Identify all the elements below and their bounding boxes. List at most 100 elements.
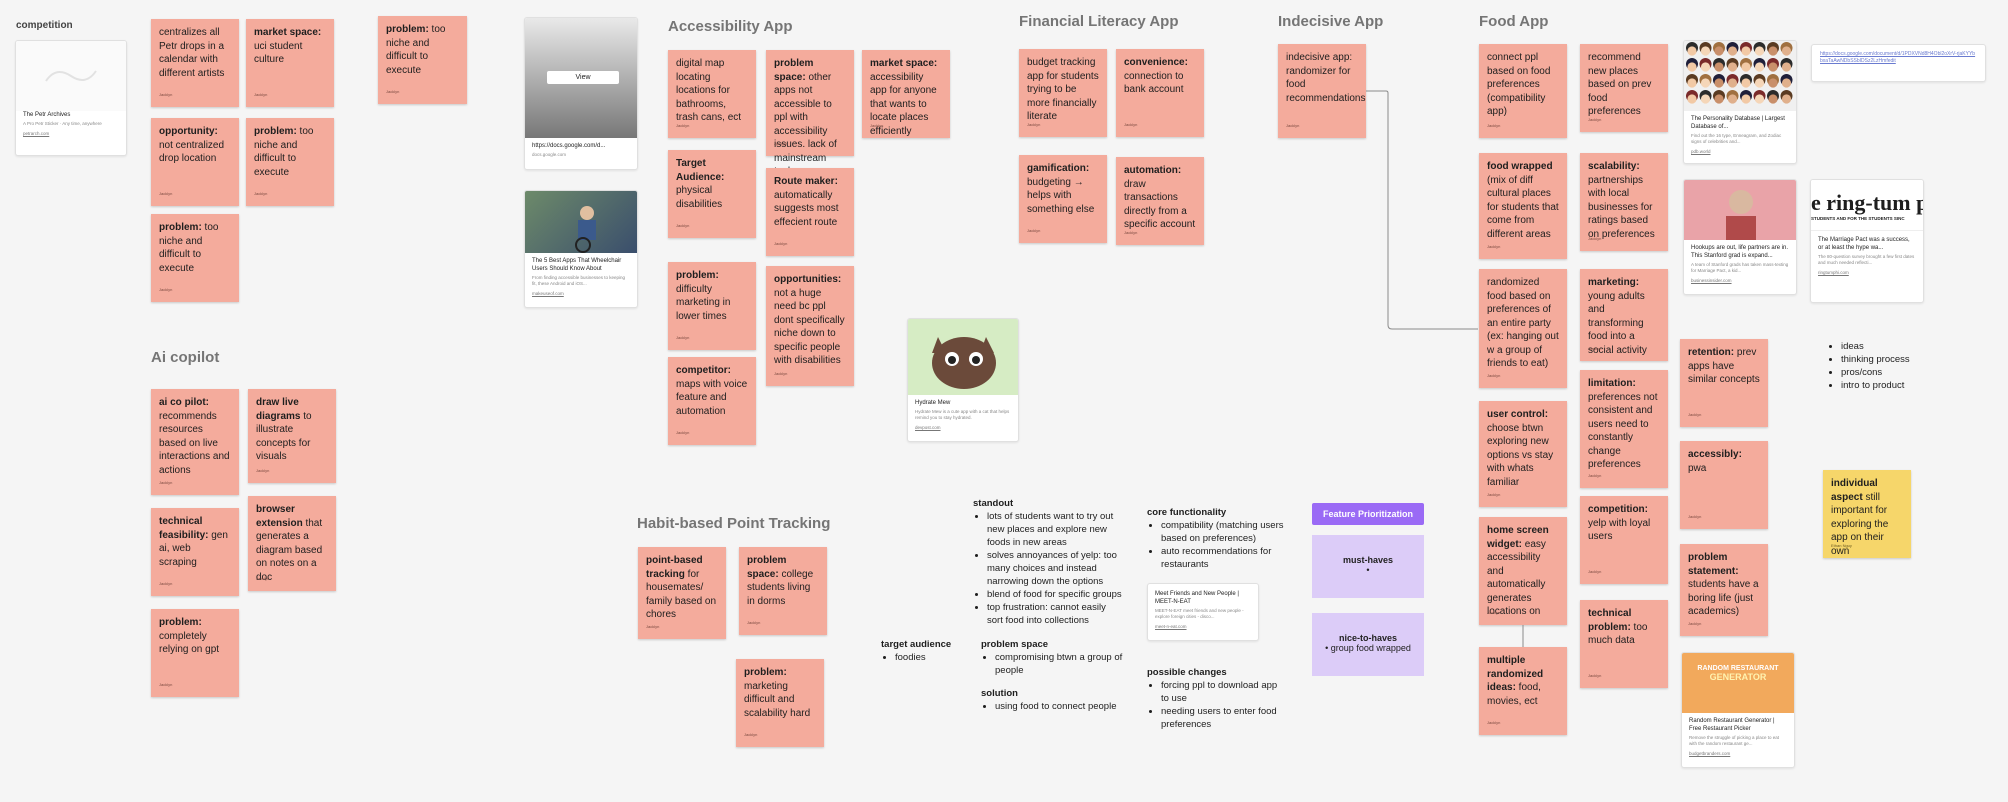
sticky-label: competitor:	[676, 365, 731, 376]
sticky-text: choose btwn exploring new options vs sta…	[1487, 423, 1553, 488]
sticky-label: opportunities:	[774, 274, 841, 285]
sticky-note[interactable]: problem statement: students have a borin…	[1680, 544, 1768, 636]
sticky-note[interactable]: browser extension that generates a diagr…	[248, 496, 336, 591]
card-link[interactable]: petrarch.com	[16, 129, 126, 138]
sticky-author: Jacklyn	[1487, 716, 1500, 730]
sticky-note[interactable]: food wrapped (mix of diff cultural place…	[1479, 153, 1567, 259]
sticky-note[interactable]: problem: too niche and difficult to exec…	[246, 118, 334, 206]
sticky-author: Jacklyn	[1487, 119, 1500, 133]
sticky-note[interactable]: multiple randomized ideas: food, movies,…	[1479, 647, 1567, 735]
doc-link-text[interactable]: https://docs.google.com/document/d/1PDXV…	[1812, 45, 1985, 71]
card-description: From finding accessible businesses to ke…	[525, 273, 637, 289]
sticky-note[interactable]: budget tracking app for students trying …	[1019, 49, 1107, 137]
sticky-note[interactable]: indecisive app: randomizer for food reco…	[1278, 44, 1366, 138]
personality-database-card[interactable]: The Personality Database | Largest Datab…	[1683, 40, 1797, 164]
sticky-note[interactable]: scalability: partnerships with local bus…	[1580, 153, 1668, 251]
sticky-note[interactable]: market space: uci student culture Jackly…	[246, 19, 334, 107]
card-link[interactable]: ringtumphi.com	[1811, 268, 1923, 277]
card-link[interactable]: businessinsider.com	[1684, 276, 1796, 285]
view-button[interactable]: View	[547, 71, 619, 84]
note-heading: possible changes	[1147, 666, 1287, 679]
ideas-item: ideas	[1841, 340, 1910, 353]
sticky-note[interactable]: competitor: maps with voice feature and …	[668, 357, 756, 445]
feature-prioritization-label[interactable]: Feature Prioritization	[1312, 503, 1424, 525]
sticky-note[interactable]: technical feasibility: gen ai, web scrap…	[151, 508, 239, 596]
banner-line-2: GENERATOR	[1682, 672, 1794, 682]
sticky-note[interactable]: draw live diagrams to illustrate concept…	[248, 389, 336, 483]
card-description: A Pro Petr Sticker · Any time, anywhere	[16, 119, 126, 129]
sticky-note[interactable]: problem: marketing difficult and scalabi…	[736, 659, 824, 747]
sticky-note[interactable]: technical problem: too much data Jacklyn	[1580, 600, 1668, 688]
sticky-note[interactable]: opportunities: not a huge need bc ppl do…	[766, 266, 854, 386]
sticky-note[interactable]: home screen widget: easy accessibility a…	[1479, 517, 1567, 625]
avatar-face	[1687, 94, 1696, 103]
sticky-label: problem:	[159, 222, 202, 233]
meet-n-eat-card[interactable]: Meet Friends and New People | MEET-N-EAT…	[1147, 583, 1259, 641]
must-haves-box[interactable]: must-haves •	[1312, 535, 1424, 598]
sticky-author: Jacklyn	[646, 620, 659, 634]
wheelchair-apps-card[interactable]: The 5 Best Apps That Wheelchair Users Sh…	[524, 190, 638, 308]
sticky-note[interactable]: user control: choose btwn exploring new …	[1479, 401, 1567, 507]
petr-archives-card[interactable]: The Petr Archives A Pro Petr Sticker · A…	[15, 40, 127, 156]
sticky-text: centralizes all Petr drops in a calendar…	[159, 26, 231, 80]
hydrate-mew-card[interactable]: Hydrate Mew Hydrate Mew is a cute app wi…	[907, 318, 1019, 442]
sticky-text: automatically suggests most effecient ro…	[774, 190, 838, 228]
sticky-note[interactable]: convenience: connection to bank account …	[1116, 49, 1204, 137]
note-item: using food to connect people	[995, 700, 1126, 713]
sticky-note[interactable]: problem: difficulty marketing in lower t…	[668, 262, 756, 350]
connector-line	[1522, 625, 1524, 647]
sticky-label: market space:	[254, 27, 321, 38]
sticky-note[interactable]: problem space: other apps not accessible…	[766, 50, 854, 156]
avatar-face	[1782, 94, 1791, 103]
sticky-note-yellow[interactable]: individual aspect still important for ex…	[1823, 470, 1911, 558]
sticky-author: Jacklyn	[1027, 118, 1040, 132]
sticky-note[interactable]: problem: too niche and difficult to exec…	[151, 214, 239, 302]
sticky-note[interactable]: problem space: college students living i…	[739, 547, 827, 635]
section-title-financial: Financial Literacy App	[1019, 13, 1179, 30]
sticky-label: competition:	[1588, 504, 1648, 515]
sticky-note[interactable]: digital map locating locations for bathr…	[668, 50, 756, 138]
sticky-note[interactable]: accessibly: pwa Jacklyn	[1680, 441, 1768, 529]
sticky-text: physical disabilities	[676, 185, 722, 210]
card-link[interactable]: devpost.com	[908, 423, 1018, 432]
note-item: auto recommendations for restaurants	[1161, 545, 1287, 571]
sticky-note[interactable]: recommend new places based on prev food …	[1580, 44, 1668, 132]
sticky-note[interactable]: connect ppl based on food preferences (c…	[1479, 44, 1567, 138]
sticky-author: Jacklyn	[1487, 488, 1500, 502]
doc-link-card[interactable]: https://docs.google.com/document/d/1PDXV…	[1811, 44, 1986, 82]
sticky-note[interactable]: centralizes all Petr drops in a calendar…	[151, 19, 239, 107]
avatar-face	[1768, 78, 1777, 87]
sticky-note[interactable]: Target Audience: physical disabilities J…	[668, 150, 756, 238]
sticky-note[interactable]: market space: accessibility app for anyo…	[862, 50, 950, 138]
card-link[interactable]: makeuseof.com	[525, 289, 637, 298]
sticky-note[interactable]: problem: too niche and difficult to exec…	[378, 16, 467, 104]
sticky-text: indecisive app: randomizer for food reco…	[1286, 51, 1358, 105]
card-description: Find out the 16 type, Enneagram, and Zod…	[1684, 131, 1796, 147]
sticky-note[interactable]: automation: draw transactions directly f…	[1116, 157, 1204, 245]
google-doc-card[interactable]: View https://docs.google.com/d... docs.g…	[524, 17, 638, 170]
stanford-article-card[interactable]: Hookups are out, life partners are in. T…	[1683, 179, 1797, 295]
card-link[interactable]: budgetbranders.com	[1682, 749, 1794, 758]
sticky-note[interactable]: gamification: budgeting → helps with som…	[1019, 155, 1107, 243]
sticky-author: Jacklyn	[744, 728, 757, 742]
sticky-note[interactable]: limitation: preferences not consistent a…	[1580, 370, 1668, 488]
sticky-note[interactable]: Route maker: automatically suggests most…	[766, 168, 854, 256]
sticky-note[interactable]: randomized food based on preferences of …	[1479, 269, 1567, 388]
sticky-note[interactable]: marketing: young adults and transforming…	[1580, 269, 1668, 361]
sticky-note[interactable]: opportunity: not centralized drop locati…	[151, 118, 239, 206]
sticky-note[interactable]: retention: prev apps have similar concep…	[1680, 339, 1768, 427]
sticky-note[interactable]: point-based tracking for housemates/ fam…	[638, 547, 726, 639]
standout-note: standout lots of students want to try ou…	[973, 497, 1123, 627]
ring-tum-phi-card[interactable]: e ring-tum p STUDENTS AND FOR THE STUDEN…	[1810, 179, 1924, 303]
card-link[interactable]: meet-n-eat.com	[1148, 622, 1258, 631]
avatar-face	[1768, 62, 1777, 71]
sticky-note[interactable]: competition: yelp with loyal users Jackl…	[1580, 496, 1668, 584]
sticky-note[interactable]: ai co pilot: recommends resources based …	[151, 389, 239, 495]
nice-to-haves-box[interactable]: nice-to-haves • group food wrapped	[1312, 613, 1424, 676]
sticky-label: food wrapped	[1487, 161, 1553, 172]
sticky-author: Jacklyn	[1487, 606, 1500, 620]
card-link[interactable]: pdb.world	[1684, 147, 1796, 156]
random-restaurant-card[interactable]: RANDOM RESTAURANT GENERATOR Random Resta…	[1681, 652, 1795, 768]
avatar-face	[1755, 78, 1764, 87]
sticky-note[interactable]: problem: completely relying on gpt Jackl…	[151, 609, 239, 697]
